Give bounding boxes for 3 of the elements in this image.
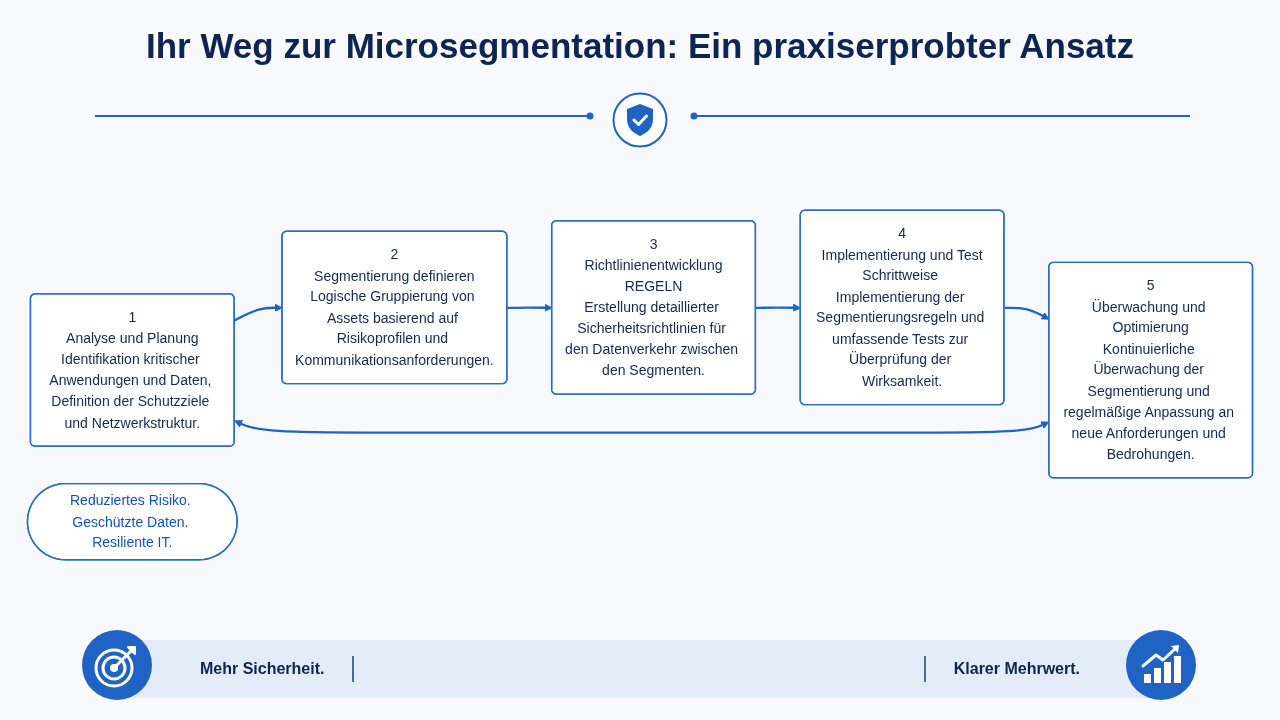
- title: Ihr Weg zur Microsegmentation: Ein praxiserprobter Ansatz: [145, 25, 1135, 67]
- benefit-text: Mehr Sicherheit.: [200, 660, 325, 678]
- benefit-text: Klarer Mehrwert.: [953, 660, 1080, 678]
